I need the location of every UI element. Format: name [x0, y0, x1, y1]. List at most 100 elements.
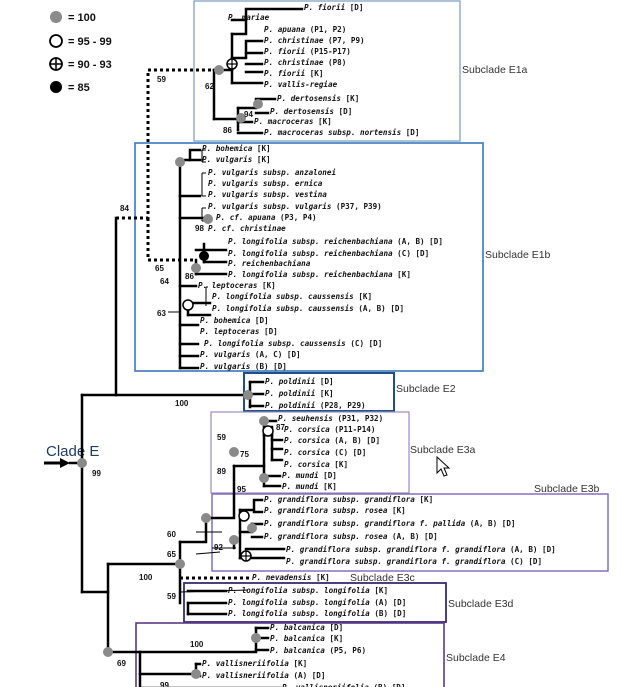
taxon-name: P. longifolia subsp. longifolia [228, 609, 370, 618]
taxon-label: P. grandiflora subsp. grandiflora f. gra… [286, 557, 542, 566]
taxon-sample-info: (P31, P32) [337, 414, 383, 423]
subclade-e3d-label: Subclade E3d [448, 598, 514, 610]
taxon-name: P. poldinii [265, 401, 315, 410]
taxon-sample-info: (P11-P14) [334, 425, 375, 434]
subclade-boxes [134, 0, 609, 687]
taxon-label: P. corsica [K] [284, 460, 348, 469]
legend-crossed-circle-icon [49, 57, 63, 71]
subclade-e3a-box [210, 411, 410, 494]
taxon-sample-info: [K] [293, 659, 307, 668]
taxon-name: P. vulgaris [200, 350, 251, 359]
taxon-sample-info: [K] [419, 495, 433, 504]
support-value: 60 [167, 530, 176, 539]
taxon-label: P. vallisneriifolia (B) [D] [282, 683, 405, 687]
taxon-sample-info: (P28, P29) [320, 401, 366, 410]
taxon-name: P. longifolia subsp. reichenbachiana [228, 237, 393, 246]
taxon-name: P. vulgaris [200, 362, 251, 371]
node-grey-dot-icon [203, 214, 213, 224]
node-black-dot-icon [199, 251, 209, 261]
subclade-e1b-label: Subclade E1b [485, 249, 551, 261]
taxon-sample-info: (P37, P39) [336, 202, 382, 211]
taxon-label: P. vulgaris subsp. ernica [208, 179, 323, 188]
taxon-sample-info: (C) [D] [397, 249, 429, 258]
taxon-sample-info: (C) [D] [334, 448, 366, 457]
taxon-label: P. longifolia subsp. longifolia [K] [228, 586, 388, 595]
support-value: 94 [244, 110, 253, 119]
taxon-name: P. longifolia subsp. caussensis [212, 304, 354, 313]
taxon-sample-info: (A, B) [D] [358, 304, 404, 313]
mouse-cursor-icon [436, 455, 451, 477]
legend-open-circle-icon [49, 34, 63, 48]
taxon-label: P. vulgaris subsp. anzalonei [208, 168, 336, 177]
taxon-sample-info: [K] [310, 69, 324, 78]
taxon-sample-info: (B) [D] [373, 683, 405, 687]
taxon-label: P. balcanica (P5, P6) [270, 646, 366, 655]
taxon-label: P. grandiflora subsp. grandiflora [K] [264, 495, 433, 504]
taxon-sample-info: (P3, P4) [280, 213, 317, 222]
taxon-sample-info: [K] [318, 117, 332, 126]
taxon-label: P. poldinii (P28, P29) [265, 401, 366, 410]
taxon-sample-info: [K] [262, 281, 276, 290]
taxon-label: P. longifolia subsp. caussensis (C) [D] [204, 339, 382, 348]
taxon-name: P. fiorii [264, 69, 305, 78]
taxon-label: P. macroceras [K] [254, 117, 332, 126]
support-value: 84 [120, 204, 129, 213]
taxon-label: P. vallisneriifolia (A) [D] [202, 671, 325, 680]
taxon-name: P. grandiflora subsp. grandiflora f. gra… [286, 545, 506, 554]
taxon-sample-info: [K] [397, 270, 411, 279]
support-value: 64 [160, 277, 169, 286]
taxon-name: P. grandiflora subsp. rosea [264, 506, 388, 515]
taxon-label: P. longifolia subsp. reichenbachiana (A,… [228, 237, 443, 246]
node-grey-dot-icon [191, 669, 201, 679]
taxon-name: P. cf. christinae [208, 224, 286, 233]
taxon-label: P. fiorii [D] [304, 3, 363, 12]
taxon-name: P. poldinii [265, 377, 315, 386]
support-value: 65 [167, 550, 176, 559]
taxon-label: P. apuana (P1, P2) [264, 25, 346, 34]
taxon-name: P. mundi [282, 471, 319, 480]
legend-grey-dot-icon [50, 11, 62, 23]
taxon-label: P. bohemica [K] [202, 144, 271, 153]
support-value: 95 [237, 485, 246, 494]
taxon-name: P. vulgaris subsp. anzalonei [208, 168, 336, 177]
taxon-label: P. vulgaris (B) [D] [200, 362, 287, 371]
taxon-name: P. cf. apuana [216, 213, 276, 222]
subclade-e3d-box [183, 582, 447, 623]
taxon-name: P. poldinii [265, 389, 315, 398]
taxon-sample-info: (P1, P2) [310, 25, 347, 34]
taxon-name: P. corsica [284, 460, 330, 469]
node-open-circle-icon [262, 425, 274, 437]
taxon-name: P. mundi [282, 482, 319, 491]
node-grey-dot-icon [191, 263, 201, 273]
taxon-name: P. mariae [228, 13, 270, 22]
taxon-name: P. corsica [284, 448, 330, 457]
node-grey-dot-icon [253, 99, 263, 109]
taxon-label: P. vallis-regiae [264, 80, 338, 89]
clade-e-arrow-icon [44, 458, 70, 468]
support-legend: = 100 = 95 - 99 = 90 - 93 = 85 [49, 11, 112, 94]
taxon-label: P. nevadensis [K] [252, 573, 330, 582]
support-value: 86 [223, 126, 232, 135]
taxon-sample-info: [D] [323, 471, 337, 480]
taxon-label: P. longifolia subsp. reichenbachiana [K] [228, 270, 411, 279]
taxon-label: P. vulgaris subsp. vulgaris (P37, P39) [208, 202, 382, 211]
taxon-sample-info: [K] [374, 586, 388, 595]
taxon-label: P. corsica (A, B) [D] [284, 436, 380, 445]
taxon-sample-info: [K] [257, 144, 271, 153]
taxon-label: P. vallisneriifolia [K] [202, 659, 307, 668]
taxon-label: P. longifolia subsp. longifolia (A) [D] [228, 598, 406, 607]
support-value: 63 [157, 309, 166, 318]
legend-black-dot-icon [50, 81, 62, 93]
node-grey-dot-icon [175, 157, 185, 167]
taxon-label: P. vulgaris subsp. vestina [208, 190, 327, 199]
node-grey-dot-icon [229, 535, 239, 545]
node-grey-dot-icon [243, 390, 253, 400]
subclade-e3a-label: Subclade E3a [410, 444, 476, 456]
taxon-label: P. grandiflora subsp. rosea (A, B) [D] [264, 532, 438, 541]
taxon-name: P. grandiflora subsp. grandiflora [264, 495, 415, 504]
taxon-name: P. balcanica [270, 634, 325, 643]
taxon-sample-info: (B) [D] [255, 362, 287, 371]
taxon-label: P. dertosensis [K] [277, 94, 359, 103]
legend-label-90-93: = 90 - 93 [68, 59, 112, 71]
